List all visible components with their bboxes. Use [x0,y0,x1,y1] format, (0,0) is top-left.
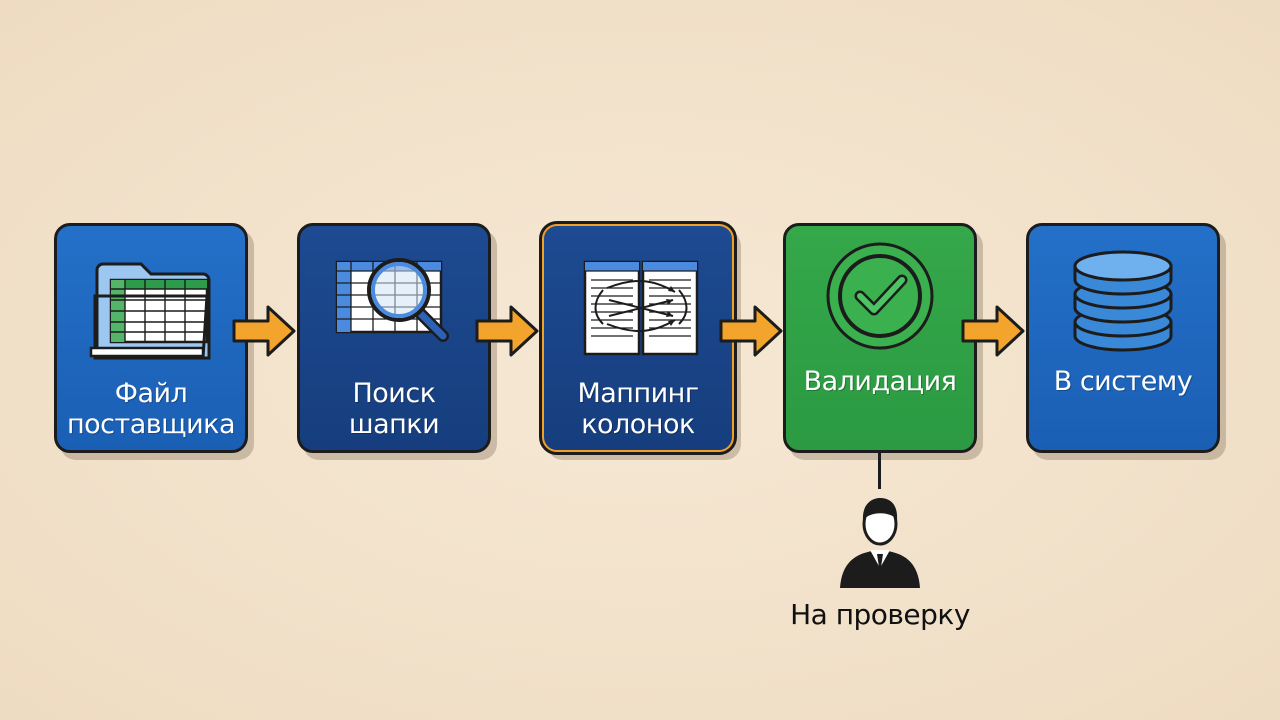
step-column-mapping: Маппинг колонок [539,221,737,455]
review-label: На проверку [790,598,970,631]
database-icon [1029,240,1217,380]
step-header-search: Поиск шапки [297,223,491,453]
step-supplier-file: Файл поставщика [54,223,248,453]
step-label: Маппинг колонок [577,378,699,440]
step-label: Поиск шапки [348,378,440,440]
spreadsheet-folder-icon [57,240,245,380]
review-connector-line [878,453,881,489]
step-label: Файл поставщика [66,378,236,440]
step-into-system: В систему [1026,223,1220,453]
check-circle-icon [786,240,974,380]
arrow-right-icon [232,305,296,357]
person-icon [840,498,920,588]
arrow-right-icon [961,305,1025,357]
step-label: Валидация [803,365,957,397]
column-mapping-icon [544,240,732,380]
step-validation: Валидация [783,223,977,453]
arrow-right-icon [719,305,783,357]
magnifier-spreadsheet-icon [300,240,488,380]
step-label: В систему [1053,365,1193,397]
arrow-right-icon [475,305,539,357]
